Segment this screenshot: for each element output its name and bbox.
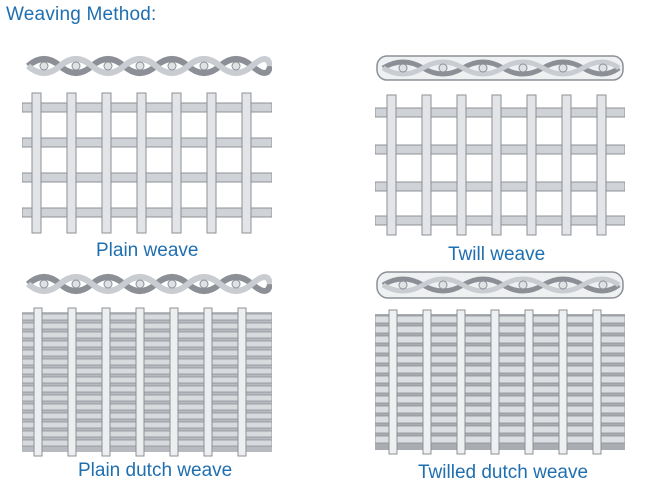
plain-weave-diagram — [22, 56, 272, 234]
plain-dutch-weave-diagram — [22, 274, 272, 457]
plain-weave-mesh — [22, 92, 272, 234]
twill-weave-panel — [375, 50, 625, 240]
plain-weave-profile — [26, 56, 272, 76]
twill-weave-label: Twill weave — [448, 244, 546, 265]
plain-dutch-weave-profile — [26, 274, 272, 294]
plain-dutch-weave-label: Plain dutch weave — [78, 460, 233, 481]
twilled-dutch-weave-diagram — [375, 271, 625, 455]
twill-weave-profile — [376, 55, 624, 81]
twilled-dutch-weave-profile — [376, 271, 624, 299]
plain-weave-panel — [22, 48, 272, 238]
diagram-title: Weaving Method: — [6, 4, 157, 25]
plain-dutch-weave-mesh — [22, 307, 272, 457]
twilled-dutch-weave-mesh — [375, 309, 625, 455]
twill-weave-mesh — [375, 94, 625, 236]
twill-weave-diagram — [375, 55, 625, 236]
twilled-dutch-weave-label: Twilled dutch weave — [418, 462, 589, 483]
plain-dutch-weave-panel — [22, 268, 272, 458]
plain-weave-label: Plain weave — [96, 240, 199, 261]
twilled-dutch-weave-panel — [375, 268, 625, 458]
